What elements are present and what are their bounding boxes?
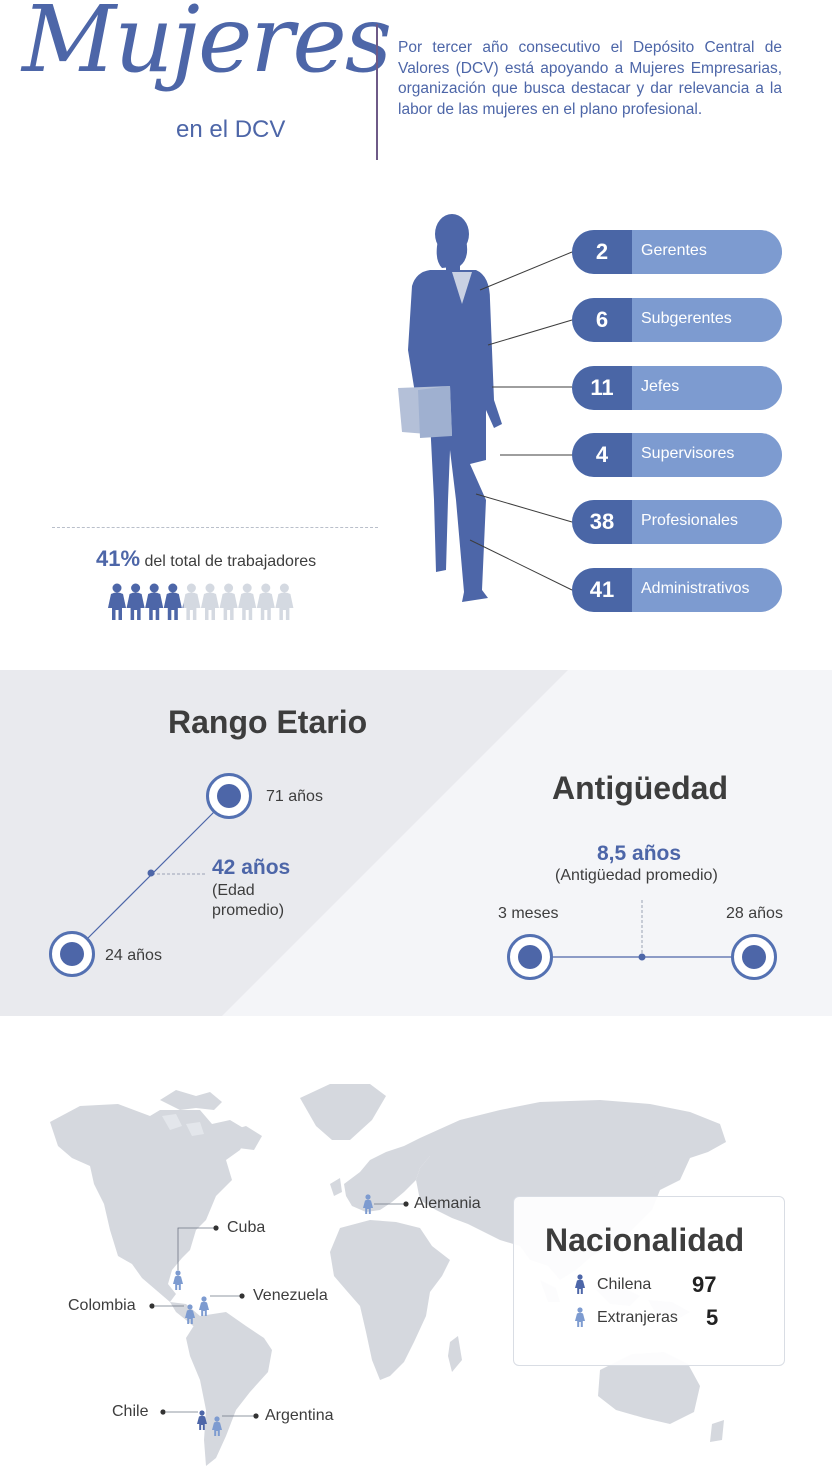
- place-venezuela: Venezuela: [253, 1287, 328, 1304]
- women-figures-pictogram: [108, 583, 294, 620]
- role-pill-administrativos: Administrativos 41: [572, 568, 782, 612]
- role-pill-subgerentes: Subgerentes 6: [572, 298, 782, 342]
- woman-figure-empty: [201, 583, 219, 620]
- role-count: 4: [572, 433, 632, 477]
- seniority-min-label: 3 meses: [498, 905, 559, 922]
- role-pill-supervisores: Supervisores 4: [572, 433, 782, 477]
- age-min-marker: [49, 931, 95, 977]
- nationality-title: Nacionalidad: [545, 1222, 745, 1258]
- role-count: 6: [572, 298, 632, 342]
- age-section-background: [0, 670, 832, 1016]
- seniority-average-label: (Antigüedad promedio): [555, 867, 718, 884]
- role-label: Administrativos: [628, 568, 782, 612]
- woman-figure-filled: [126, 583, 145, 620]
- role-count: 11: [572, 366, 632, 410]
- place-chile: Chile: [112, 1403, 149, 1420]
- colombia-pin-icon: [185, 1304, 195, 1324]
- age-max-label: 71 años: [266, 788, 323, 805]
- seniority-max-marker: [731, 934, 777, 980]
- header-divider: [376, 24, 378, 160]
- chilena-woman-icon: [575, 1274, 585, 1294]
- main-subtitle: en el DCV: [176, 116, 286, 143]
- age-average-label: (Edad promedio): [212, 882, 285, 919]
- share-caption: del total de trabajadores: [144, 553, 317, 570]
- nationality-extranjeras-value: 5: [706, 1305, 719, 1330]
- main-title: Mujeres: [22, 0, 392, 93]
- woman-figure-empty: [275, 583, 294, 620]
- woman-figure-empty: [219, 583, 238, 620]
- age-max-marker: [206, 773, 252, 819]
- place-cuba: Cuba: [227, 1219, 266, 1236]
- nationality-chilena-value: 97: [692, 1272, 717, 1297]
- seniority-max-label: 28 años: [726, 905, 783, 922]
- extranjeras-woman-icon: [575, 1307, 585, 1327]
- chile-pin-icon: [197, 1410, 207, 1430]
- role-label: Profesionales: [628, 500, 782, 544]
- share-text: 41% del total de trabajadores: [96, 546, 316, 572]
- nationality-extranjeras-label: Extranjeras: [597, 1309, 678, 1326]
- map-pins-layer: [149, 1194, 409, 1436]
- age-range-title: Rango Etario: [168, 704, 368, 740]
- role-count: 41: [572, 568, 632, 612]
- cuba-pin-icon: [173, 1270, 183, 1290]
- argentina-pin-icon: [212, 1416, 222, 1436]
- woman-figure-filled: [163, 583, 182, 620]
- share-percent: 41%: [96, 546, 141, 571]
- place-alemania: Alemania: [414, 1195, 481, 1212]
- role-pill-profesionales: Profesionales 38: [572, 500, 782, 544]
- woman-figure-empty: [238, 583, 257, 620]
- role-pill-jefes: Jefes 11: [572, 366, 782, 410]
- intro-text: Por tercer año consecutivo el Depósito C…: [398, 39, 782, 118]
- alemania-pin-icon: [363, 1194, 373, 1214]
- role-label: Jefes: [628, 366, 782, 410]
- role-count: 2: [572, 230, 632, 274]
- role-label: Gerentes: [628, 230, 782, 274]
- age-min-label: 24 años: [105, 947, 162, 964]
- venezuela-pin-icon: [199, 1296, 209, 1316]
- place-colombia: Colombia: [68, 1297, 136, 1314]
- woman-figure-empty: [256, 583, 275, 620]
- role-count: 38: [572, 500, 632, 544]
- seniority-min-marker: [507, 934, 553, 980]
- woman-figure-filled: [108, 583, 126, 620]
- age-average-value: 42 años: [212, 856, 291, 879]
- woman-figure-filled: [145, 583, 164, 620]
- woman-silhouette-illustration: [398, 214, 502, 602]
- role-label: Supervisores: [628, 433, 782, 477]
- nationality-card: [513, 1196, 785, 1366]
- dotted-divider: [52, 527, 378, 528]
- role-pill-gerentes: Gerentes 2: [572, 230, 782, 274]
- place-argentina: Argentina: [265, 1407, 334, 1424]
- nationality-chilena-label: Chilena: [597, 1276, 652, 1293]
- role-connectors: [469, 251, 573, 591]
- seniority-average-value: 8,5 años: [597, 842, 682, 865]
- role-label: Subgerentes: [628, 298, 782, 342]
- world-map: [50, 1084, 726, 1466]
- woman-figure-empty: [182, 583, 201, 620]
- seniority-title: Antigüedad: [552, 770, 728, 806]
